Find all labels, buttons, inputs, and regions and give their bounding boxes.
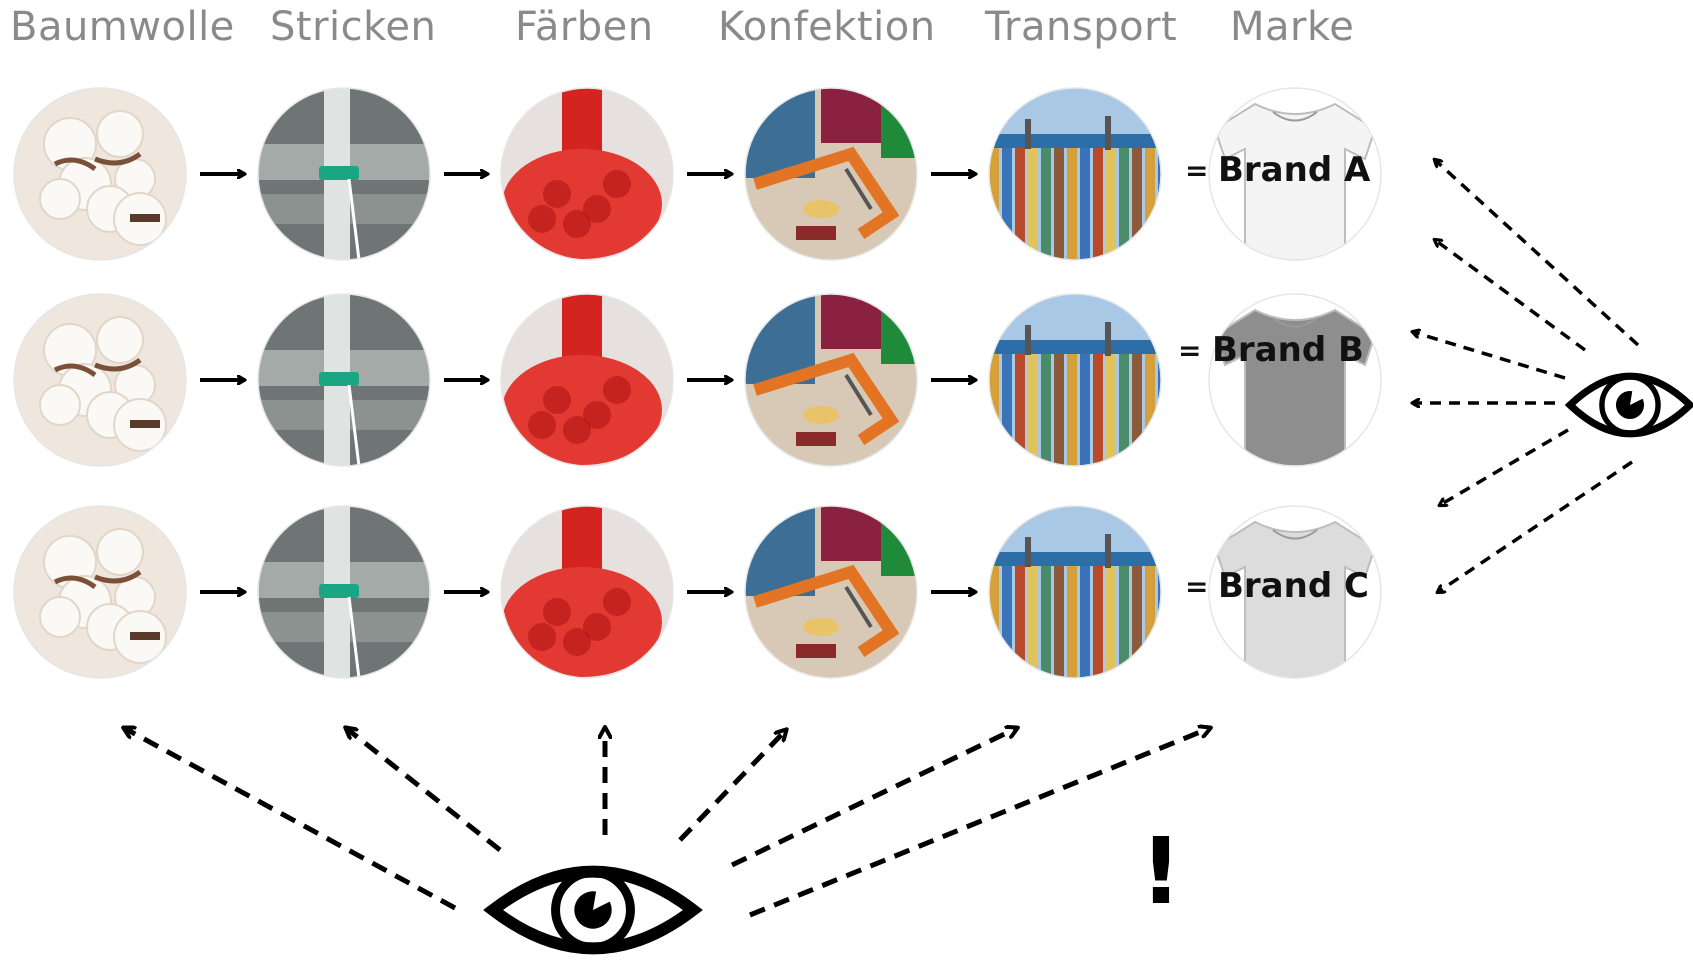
photo-frame [13, 293, 187, 467]
dashed-arrow-bottom-4 [678, 730, 786, 842]
column-label-transport: Transport [985, 4, 1178, 50]
equals-sign: = [1178, 334, 1202, 367]
container-port-photo-row-2 [989, 294, 1161, 466]
column-label-faerben: Färben [515, 4, 654, 50]
column-label-baumwolle: Baumwolle [10, 4, 235, 50]
photo-frame [988, 87, 1162, 261]
brand-label-3: Brand C [1218, 566, 1369, 606]
photo-frame [257, 505, 431, 679]
photo-frame [1208, 505, 1382, 679]
red-dye-photo-row-3 [501, 506, 673, 678]
column-label-konfektion: Konfektion [718, 4, 936, 50]
knitting-machine-photo-row-2 [258, 294, 430, 466]
exclamation-mark: ! [1140, 818, 1182, 925]
red-dye-photo-row-2 [501, 294, 673, 466]
photo-frame [500, 505, 674, 679]
t-shirt-photo-row-2 [1209, 294, 1381, 466]
cotton-boll-photo-row-2 [14, 294, 186, 466]
container-port-photo-row-3 [989, 506, 1161, 678]
photo-frame [988, 505, 1162, 679]
equals-sign: = [1185, 154, 1209, 187]
dashed-arrow-bottom-2 [346, 728, 502, 852]
cotton-boll-photo-row-3 [14, 506, 186, 678]
knitting-machine-photo-row-1 [258, 88, 430, 260]
brand-label-2: Brand B [1212, 330, 1364, 370]
dashed-arrow-right-5 [1440, 428, 1569, 505]
photo-frame [13, 505, 187, 679]
photo-frame [13, 87, 187, 261]
red-dye-photo-row-1 [501, 88, 673, 260]
garment-cutting-table-photo-row-1 [745, 88, 917, 260]
t-shirt-photo-row-3 [1209, 506, 1381, 678]
photo-frame [257, 293, 431, 467]
eye-icon-bottom [483, 865, 703, 955]
column-label-stricken: Stricken [270, 4, 437, 50]
photo-frame [257, 87, 431, 261]
dashed-arrow-right-2 [1435, 240, 1587, 352]
container-port-photo-row-1 [989, 88, 1161, 260]
photo-frame [500, 87, 674, 261]
dashed-arrow-right-6 [1438, 460, 1633, 592]
photo-frame [500, 293, 674, 467]
dashed-arrow-bottom-1 [124, 728, 457, 911]
photo-frame [744, 505, 918, 679]
dashed-arrow-bottom-5 [730, 728, 1017, 868]
column-label-marke: Marke [1230, 4, 1355, 50]
brand-label-1: Brand A [1218, 150, 1371, 190]
dashed-arrow-right-3 [1413, 332, 1566, 380]
knitting-machine-photo-row-3 [258, 506, 430, 678]
garment-cutting-table-photo-row-3 [745, 506, 917, 678]
t-shirt-photo-row-1 [1209, 88, 1381, 260]
photo-frame [1208, 293, 1382, 467]
photo-frame [1208, 87, 1382, 261]
dashed-arrow-bottom-6 [749, 728, 1210, 918]
cotton-boll-photo-row-1 [14, 88, 186, 260]
garment-cutting-table-photo-row-2 [745, 294, 917, 466]
photo-frame [988, 293, 1162, 467]
photo-frame [744, 293, 918, 467]
photo-frame [744, 87, 918, 261]
dashed-arrow-right-1 [1435, 160, 1640, 347]
eye-icon-right [1564, 372, 1693, 438]
equals-sign: = [1185, 570, 1209, 603]
